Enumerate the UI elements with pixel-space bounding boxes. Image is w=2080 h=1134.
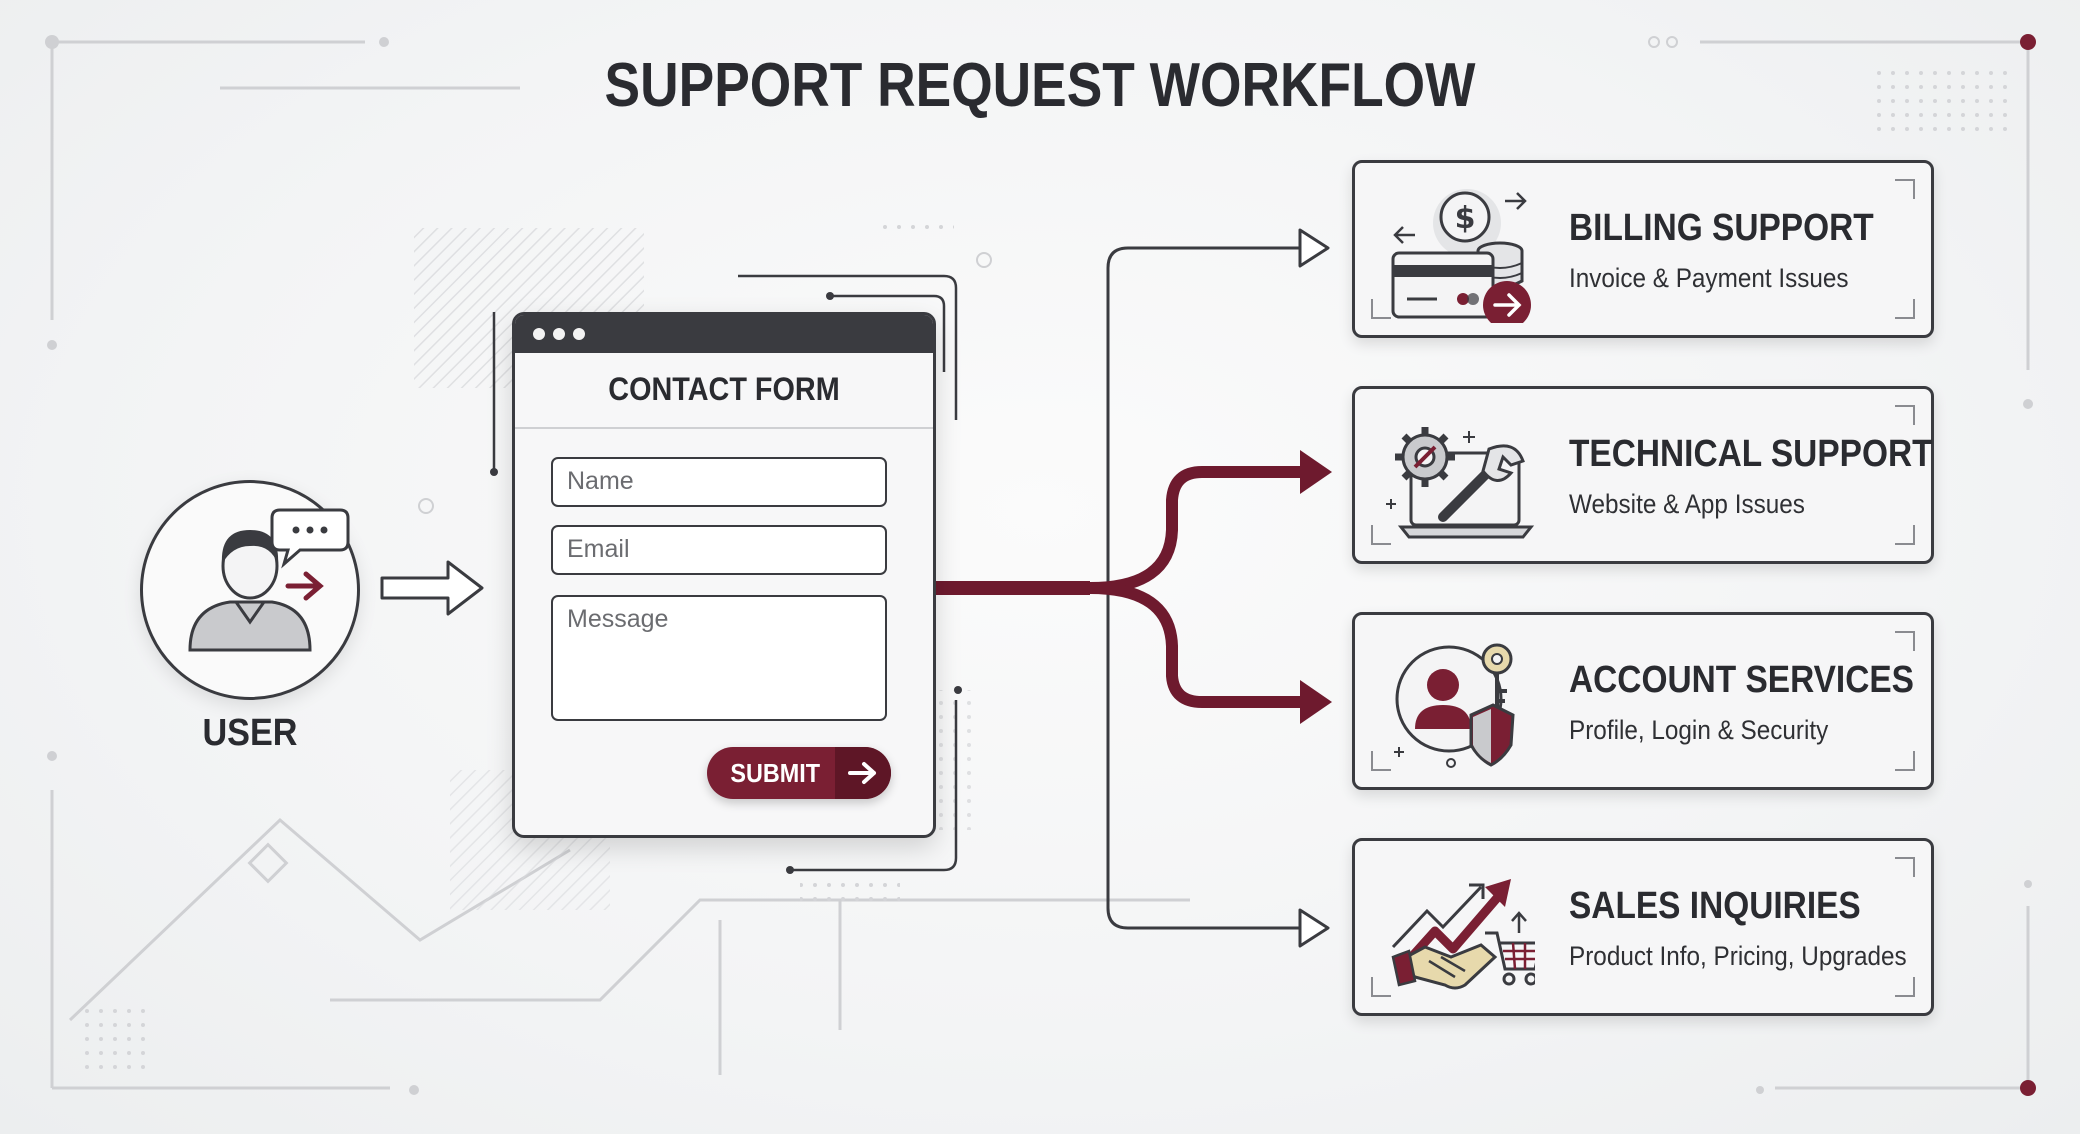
- submit-button[interactable]: SUBMIT: [707, 747, 891, 799]
- handshake-cart-icon: [1391, 879, 1535, 990]
- user-label: USER: [202, 712, 298, 754]
- user-shield-key-icon: [1394, 643, 1515, 768]
- decorative-frame: [50, 40, 2030, 1090]
- window-dot: [573, 328, 585, 340]
- form-heading: CONTACT FORM: [608, 371, 840, 407]
- card-title: TECHNICAL SUPPORT: [1569, 433, 1933, 475]
- window-dot: [553, 328, 565, 340]
- name-field[interactable]: Name: [551, 457, 887, 507]
- card-title: ACCOUNT SERVICES: [1569, 659, 1914, 701]
- user-chat-icon: [188, 508, 350, 652]
- technical-support-card[interactable]: TECHNICAL SUPPORT Website & App Issues: [1352, 386, 1934, 564]
- sales-inquiries-card[interactable]: SALES INQUIRIES Product Info, Pricing, U…: [1352, 838, 1934, 1016]
- email-field[interactable]: Email: [551, 525, 887, 575]
- card-subtitle: Website & App Issues: [1569, 489, 1805, 519]
- user-to-form-arrow: [380, 560, 484, 616]
- account-services-card[interactable]: ACCOUNT SERVICES Profile, Login & Securi…: [1352, 612, 1934, 790]
- window-titlebar: [515, 315, 933, 353]
- window-dot: [533, 328, 545, 340]
- card-title: BILLING SUPPORT: [1569, 207, 1874, 249]
- arrow-technical: [1300, 450, 1332, 494]
- billing-support-card[interactable]: $ BILLING SUPPORT Invoice & Payment Issu…: [1352, 160, 1934, 338]
- arrow-billing: [1298, 228, 1330, 268]
- arrow-sales: [1298, 908, 1330, 948]
- user-node: [140, 480, 360, 700]
- arrow-right-icon: [835, 747, 891, 799]
- card-subtitle: Invoice & Payment Issues: [1569, 263, 1849, 293]
- routing-lines: [930, 246, 1300, 930]
- contact-form-window: CONTACT FORM Name Email Message SUBMIT: [512, 312, 936, 838]
- arrow-account: [1300, 680, 1332, 724]
- svg-text:$: $: [1455, 201, 1476, 236]
- form-divider: [515, 427, 933, 429]
- billing-icon: $: [1391, 189, 1531, 323]
- card-title: SALES INQUIRIES: [1569, 885, 1861, 927]
- card-subtitle: Profile, Login & Security: [1569, 715, 1829, 745]
- submit-label: SUBMIT: [730, 757, 821, 788]
- page-title: SUPPORT REQUEST WORKFLOW: [604, 51, 1476, 120]
- gear-wrench-laptop-icon: [1386, 427, 1535, 539]
- message-field[interactable]: Message: [551, 595, 887, 721]
- card-subtitle: Product Info, Pricing, Upgrades: [1569, 941, 1907, 971]
